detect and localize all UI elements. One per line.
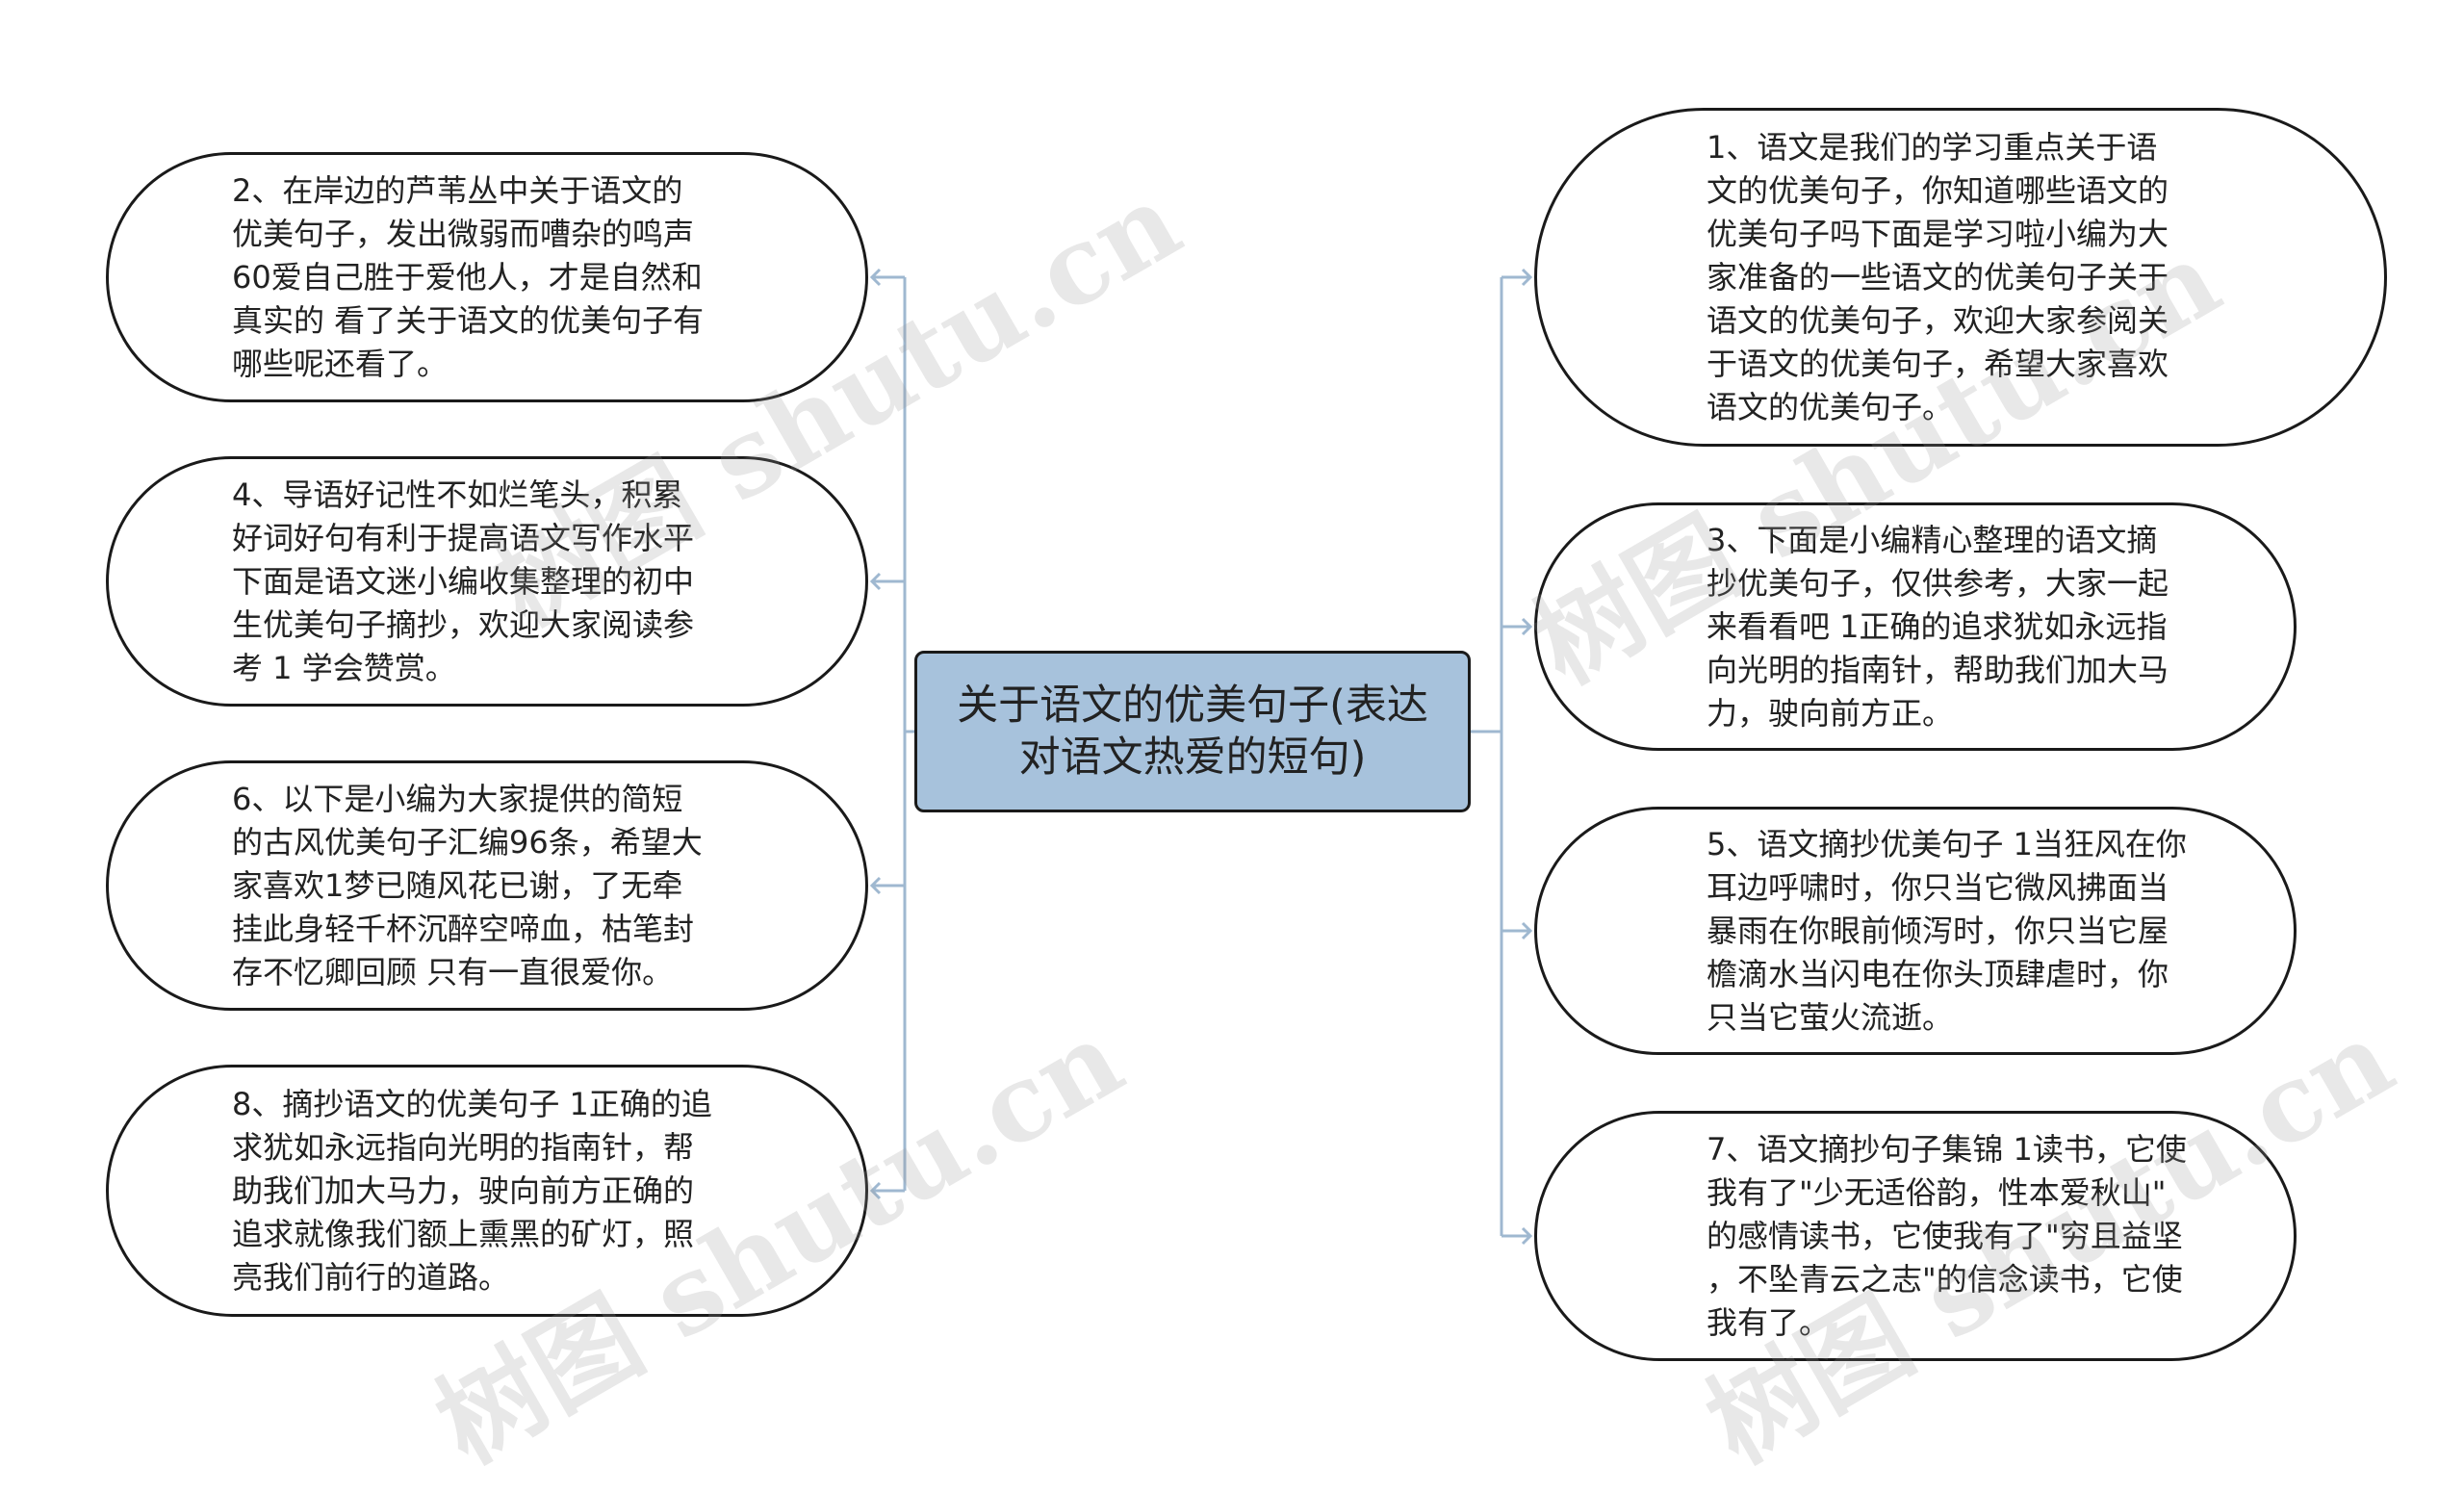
right-topic-text-3: 3、下面是小编精心整理的语文摘 抄优美句子，仅供参考，大家一起 来看看吧 1正确… [1707,521,2169,732]
arrow-head-right-1 [1521,617,1533,636]
arrow-head-right-3 [1521,1226,1533,1246]
left-topic-text-8: 8、摘抄语文的优美句子 1正确的追 求犹如永远指向光明的指南针，帮 助我们加大马… [232,1085,712,1296]
central-topic-text: 关于语文的优美句子(表达 对语文热爱的短句) [957,682,1428,782]
arrow-head-left-2 [869,876,882,895]
left-topic-text-2: 2、在岸边的芦苇丛中关于语文的 优美句子，发出微弱而嘈杂的鸣声 60爱自己胜于爱… [232,171,705,382]
right-topic-text-1: 1、语文是我们的学习重点关于语 文的优美句子，你知道哪些语文的 优美句子吗下面是… [1707,128,2169,425]
right-topic-node-1[interactable]: 1、语文是我们的学习重点关于语 文的优美句子，你知道哪些语文的 优美句子吗下面是… [1534,108,2387,447]
connector-lines [869,268,1533,1246]
left-topic-node-6[interactable]: 6、以下是小编为大家提供的简短 的古风优美句子汇编96条，希望大 家喜欢1梦已随… [106,760,868,1011]
arrow-head-right-2 [1521,921,1533,940]
arrow-head-right-0 [1521,268,1533,287]
arrow-head-left-3 [869,1181,882,1200]
right-topic-node-7[interactable]: 7、语文摘抄句子集锦 1读书，它使 我有了"少无适俗韵，性本爱秋山" 的感情读书… [1534,1111,2297,1361]
left-topic-text-4: 4、导语好记性不如烂笔头，积累 好词好句有利于提高语文写作水平 下面是语文迷小编… [232,476,695,686]
left-topic-node-2[interactable]: 2、在岸边的芦苇丛中关于语文的 优美句子，发出微弱而嘈杂的鸣声 60爱自己胜于爱… [106,152,868,402]
left-topic-text-6: 6、以下是小编为大家提供的简短 的古风优美句子汇编96条，希望大 家喜欢1梦已随… [232,780,703,990]
right-topic-text-5: 5、语文摘抄优美句子 1当狂风在你 耳边呼啸时，你只当它微风拂面当 暴雨在你眼前… [1707,825,2187,1036]
right-topic-node-5[interactable]: 5、语文摘抄优美句子 1当狂风在你 耳边呼啸时，你只当它微风拂面当 暴雨在你眼前… [1534,807,2297,1055]
right-topic-node-3[interactable]: 3、下面是小编精心整理的语文摘 抄优美句子，仅供参考，大家一起 来看看吧 1正确… [1534,502,2297,751]
arrow-head-left-1 [869,572,882,591]
left-topic-node-8[interactable]: 8、摘抄语文的优美句子 1正确的追 求犹如永远指向光明的指南针，帮 助我们加大马… [106,1065,868,1317]
mind-map-canvas: 关于语文的优美句子(表达 对语文热爱的短句) 2、在岸边的芦苇丛中关于语文的 优… [106,108,2413,1487]
arrow-head-left-0 [869,268,882,287]
central-topic-node[interactable]: 关于语文的优美句子(表达 对语文热爱的短句) [914,651,1471,812]
left-topic-node-4[interactable]: 4、导语好记性不如烂笔头，积累 好词好句有利于提高语文写作水平 下面是语文迷小编… [106,456,868,707]
right-topic-text-7: 7、语文摘抄句子集锦 1读书，它使 我有了"少无适俗韵，性本爱秋山" 的感情读书… [1707,1130,2187,1341]
